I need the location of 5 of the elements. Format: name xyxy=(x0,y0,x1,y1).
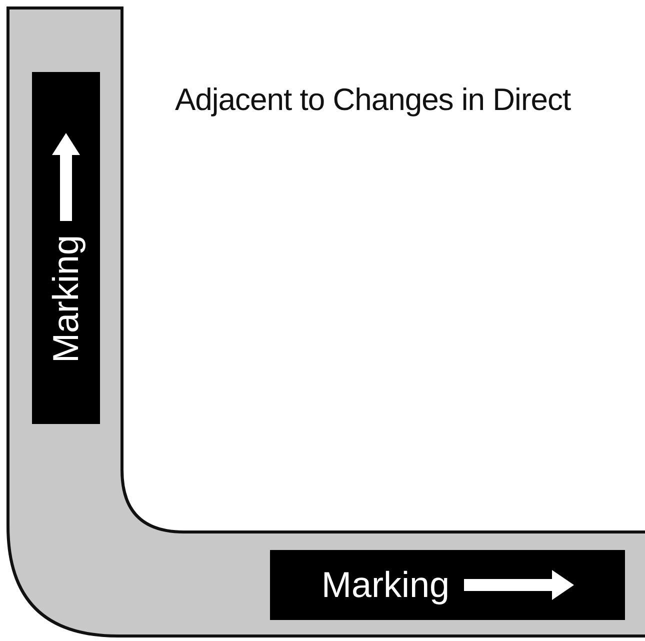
marking-label xyxy=(270,550,625,620)
marking-label xyxy=(32,72,100,424)
marking-text: Marking xyxy=(45,234,87,364)
title: Adjacent to Changes in Direct xyxy=(175,82,571,118)
marking-text: Marking xyxy=(321,564,450,606)
